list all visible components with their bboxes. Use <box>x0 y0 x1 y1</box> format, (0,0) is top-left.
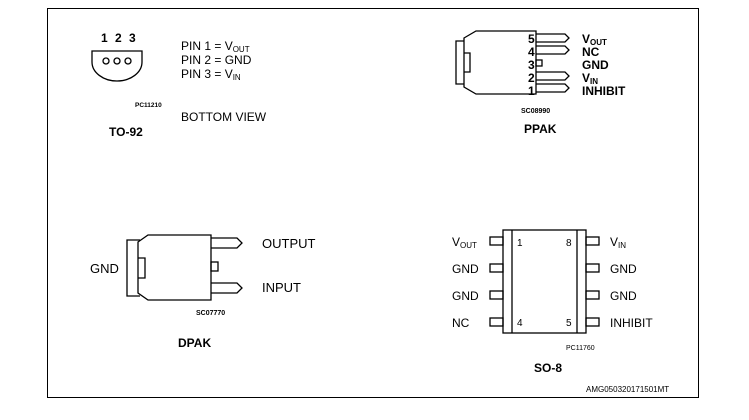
to92-pin-number: 2 <box>115 31 122 45</box>
ppak-code: SC08990 <box>521 108 550 115</box>
to92-pin-number: 1 <box>101 31 108 45</box>
dpak-body-notch <box>138 257 146 279</box>
so8-pin8-number: 8 <box>566 238 572 249</box>
dpak-lead <box>211 282 243 294</box>
ppak-pin-number: 1 <box>528 84 535 98</box>
so8-name: SO-8 <box>534 361 562 375</box>
dpak-body <box>137 234 212 301</box>
so8-lead <box>585 317 600 327</box>
ppak-lead <box>536 83 570 93</box>
ppak-lead <box>536 33 570 43</box>
so8-left-pin-label: VOUT <box>452 235 477 250</box>
ppak-body <box>463 30 537 95</box>
ppak-lead <box>536 71 570 81</box>
dpak-input-label: INPUT <box>262 280 301 295</box>
so8-right-pin-label: INHIBIT <box>610 316 653 330</box>
to92-pin3-text: PIN 3 = VIN <box>181 67 241 82</box>
figure-frame <box>47 8 699 398</box>
so8-left-pin-label: GND <box>452 289 479 303</box>
ppak-pin2-label: VIN <box>582 71 598 86</box>
ppak-pin-number: 5 <box>528 32 535 46</box>
so8-package: 1 4 8 5 VOUT GND GND NC VIN GND GND INHI… <box>452 229 653 375</box>
to92-name: TO-92 <box>109 125 143 139</box>
so8-pin1-number: 1 <box>517 238 523 249</box>
ppak-package: 5 4 3 2 1 VOUT NC GND VIN INHIBIT SC0899… <box>455 30 626 136</box>
so8-right-pin-label: GND <box>610 262 637 276</box>
so8-lead <box>489 236 504 246</box>
to92-pin-number: 3 <box>129 31 136 45</box>
to92-body-outline <box>91 50 143 82</box>
so8-body <box>502 229 587 334</box>
so8-lead <box>585 290 600 300</box>
dpak-output-label: OUTPUT <box>262 236 316 251</box>
figure-code: AMG050320171501MT <box>586 385 669 394</box>
dpak-package: GND OUTPUT INPUT SC07770 DPAK <box>90 234 316 350</box>
to92-pin1-text: PIN 1 = VOUT <box>181 39 250 54</box>
to92-package: 1 2 3 PIN 1 = VOUT PIN 2 = GND PIN 3 = V… <box>91 31 267 139</box>
so8-lead <box>489 263 504 273</box>
to92-pin-hole <box>102 57 110 65</box>
ppak-pin1-label: INHIBIT <box>582 84 626 98</box>
ppak-pin4-label: NC <box>582 45 600 59</box>
dpak-tab-outline <box>126 239 140 297</box>
so8-lead <box>489 317 504 327</box>
ppak-pin5-label: VOUT <box>582 32 607 47</box>
ppak-lead-stub <box>535 59 543 67</box>
to92-pin2-text: PIN 2 = GND <box>181 53 252 67</box>
so8-lead <box>585 236 600 246</box>
to92-code: PC11210 <box>135 102 162 109</box>
so8-left-pin-label: GND <box>452 262 479 276</box>
dpak-lead <box>211 237 243 249</box>
dpak-gnd-label: GND <box>90 261 119 276</box>
to92-pin-hole <box>124 57 132 65</box>
to92-pin-hole <box>113 57 121 65</box>
so8-pin4-number: 4 <box>517 318 523 329</box>
so8-right-pin-label: VIN <box>610 235 626 250</box>
ppak-pin-number: 4 <box>528 45 535 59</box>
ppak-pin-number: 3 <box>528 58 535 72</box>
so8-code: PC11760 <box>566 345 595 352</box>
so8-right-pin-label: GND <box>610 289 637 303</box>
ppak-name: PPAK <box>524 122 557 136</box>
dpak-lead-stub <box>210 261 219 272</box>
ppak-lead <box>536 45 570 55</box>
dpak-name: DPAK <box>178 336 211 350</box>
ppak-body-notch <box>464 52 471 73</box>
so8-left-pin-label: NC <box>452 316 470 330</box>
to92-view-label: BOTTOM VIEW <box>181 110 267 124</box>
so8-pin5-number: 5 <box>566 318 572 329</box>
ppak-pin-number: 2 <box>528 71 535 85</box>
dpak-code: SC07770 <box>196 310 225 317</box>
so8-lead <box>585 263 600 273</box>
so8-lead <box>489 290 504 300</box>
ppak-tab-outline <box>455 40 466 85</box>
ppak-pin3-label: GND <box>582 58 609 72</box>
